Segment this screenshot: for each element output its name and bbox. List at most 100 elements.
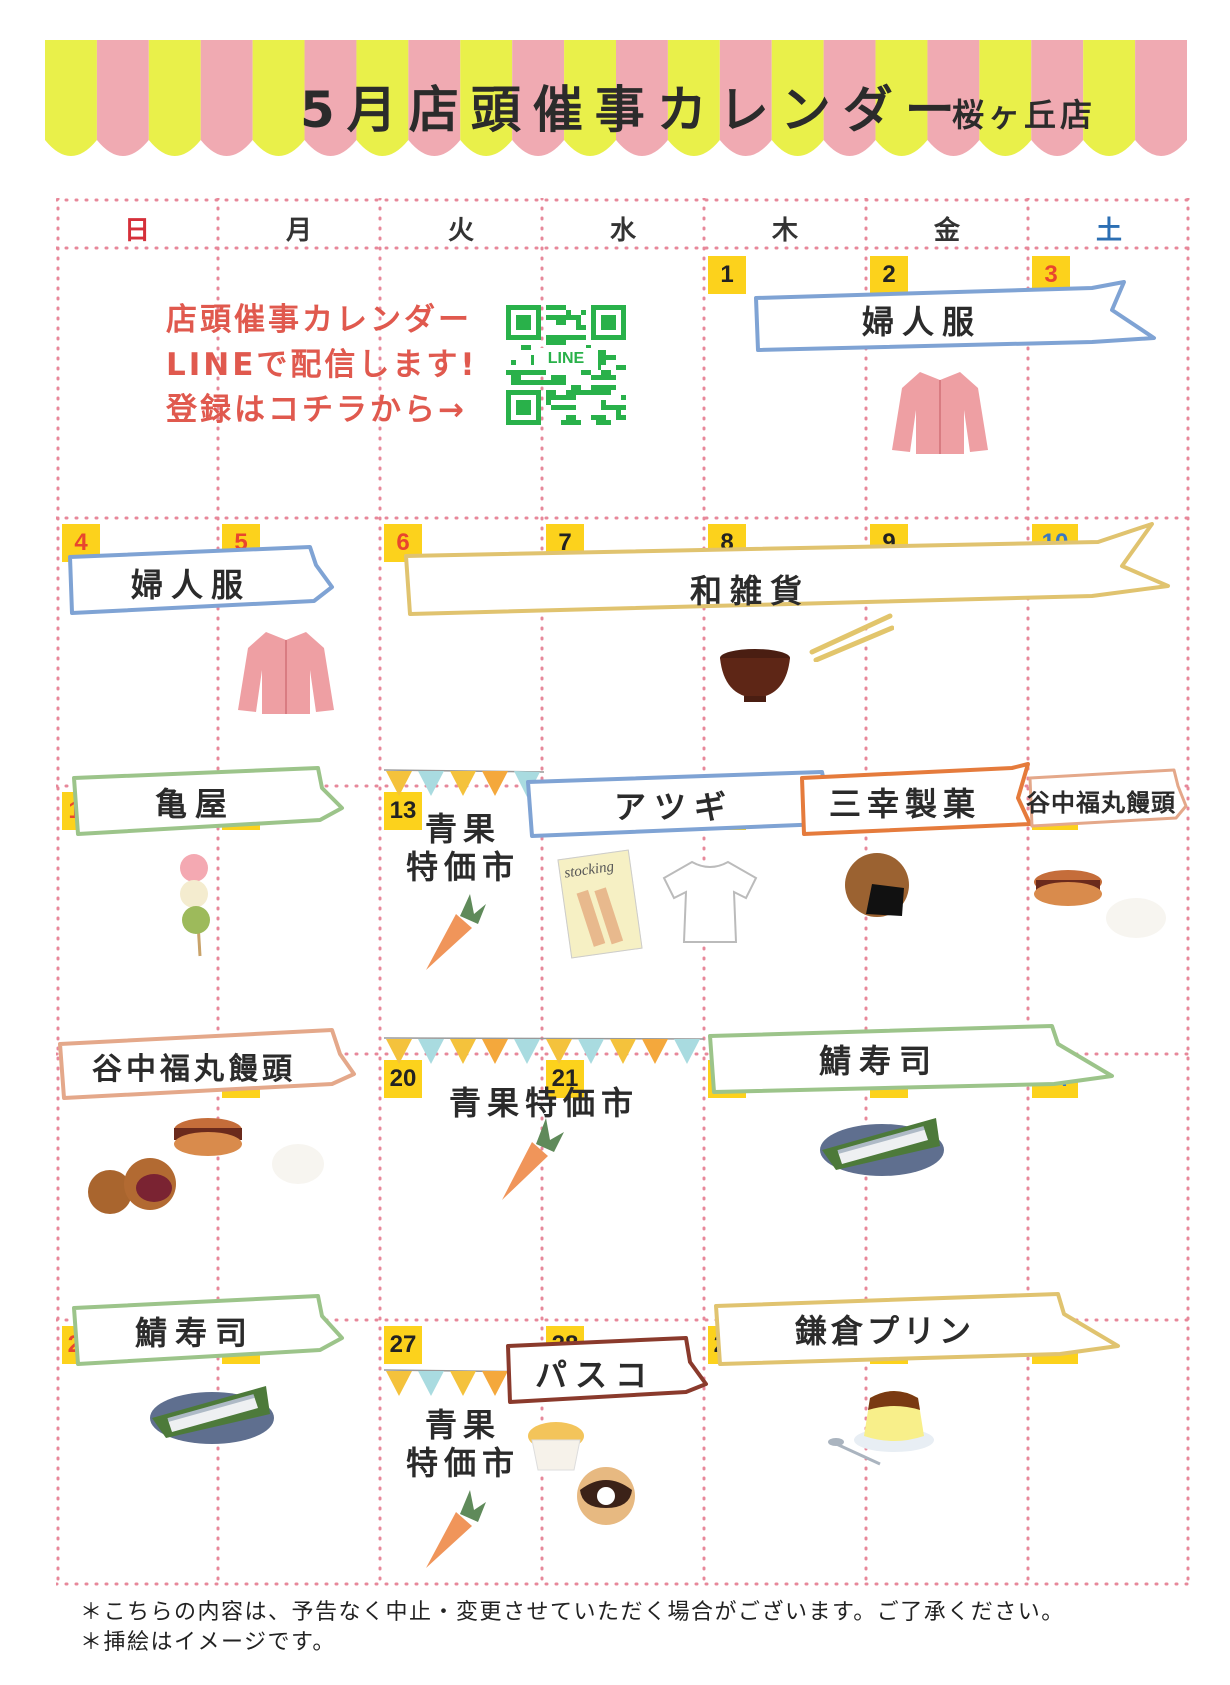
weekday-sat: 土 [1095, 216, 1122, 246]
store-name: 桜ヶ丘店 [952, 96, 1097, 134]
awning-stripe [979, 40, 1032, 156]
event-label-kamakura: 鎌倉プリン [794, 1312, 975, 1350]
awning-stripe [927, 40, 980, 156]
pudding-icon [828, 1391, 934, 1466]
awning-header [45, 40, 1187, 168]
event-label-yanaka-17: 谷中福丸饅頭 [1026, 788, 1176, 817]
day-20: 20 [384, 1060, 422, 1098]
blouse-icon [892, 372, 988, 454]
bunting-icon [384, 769, 544, 797]
awning-stripe [1135, 40, 1187, 156]
awning-stripe [512, 40, 565, 156]
carrot-icon [426, 894, 486, 970]
day-6: 6 [384, 524, 422, 562]
awning-stripe [252, 40, 305, 156]
weekday-tue: 火 [447, 216, 474, 246]
event-banner-sabazushi-23: 鯖寿司 [706, 1016, 1116, 1102]
event-seika-13: 青果 特価市 [384, 810, 542, 886]
stocking-pack-icon: stocking [557, 849, 643, 959]
awning-stripe [96, 40, 149, 156]
chopsticks-icon [809, 613, 894, 662]
awning-stripe [564, 40, 616, 156]
event-seika-13-line2: 特価市 [405, 848, 520, 886]
awning-stripe [304, 40, 357, 156]
carrot-icon [502, 1118, 564, 1200]
awning-stripe [823, 40, 876, 156]
event-banner-pasco: パスコ [504, 1332, 710, 1414]
day-27: 27 [384, 1326, 422, 1364]
day-13: 13 [384, 792, 422, 830]
weekday-sun: 日 [123, 216, 150, 246]
page-title: 5月店頭催事カレンダー [300, 81, 967, 139]
awning-stripe [408, 40, 461, 156]
event-seika-27-line2: 特価市 [405, 1444, 520, 1482]
day-1: 1 [708, 256, 746, 294]
stocking-pack-text: stocking [563, 858, 616, 882]
event-label-pasco: パスコ [534, 1356, 655, 1394]
event-banner-wazakka: 和雑貨 [402, 522, 1172, 632]
event-seika-27: 青果 特価市 [384, 1406, 542, 1482]
event-label-yanaka-18: 谷中福丸饅頭 [92, 1052, 296, 1087]
awning-stripe [356, 40, 409, 156]
event-seika-20: 青果特価市 [448, 1084, 639, 1122]
event-banner-kameya: 亀屋 [70, 760, 346, 844]
event-banner-fujinfuku-1: 婦人服 [752, 280, 1160, 360]
event-banner-fujinfuku-2: 婦人服 [66, 543, 336, 623]
event-label-atsugi: アツギ [613, 788, 734, 826]
event-banner-kamakura: 鎌倉プリン [712, 1284, 1122, 1374]
footer-note-2: ＊挿絵はイメージです。 [80, 1630, 336, 1655]
carrot-icon [426, 1490, 486, 1568]
tshirt-icon [662, 860, 758, 943]
awning-stripe [719, 40, 772, 156]
day-21: 21 [546, 1060, 584, 1098]
awning-stripe [1083, 40, 1136, 156]
awning-stripe [1031, 40, 1084, 156]
awning-stripe [45, 40, 97, 156]
weekday-fri: 金 [933, 216, 960, 246]
rice-cracker-icon [845, 853, 909, 917]
awning-stripe [667, 40, 720, 156]
dango-icon [180, 854, 210, 957]
footer-note-1: ＊こちらの内容は、予告なく中止・変更させていただく場合がございます。ご了承くださ… [80, 1600, 1065, 1625]
awning-stripe [200, 40, 253, 156]
bunting-icon [384, 1037, 704, 1064]
qr-line-label: LINE [534, 348, 598, 370]
event-banner-sabazushi-25: 鯖寿司 [70, 1288, 346, 1374]
event-banner-yanaka-17: 谷中福丸饅頭 [1026, 764, 1190, 836]
calendar-grid: 日 月 火 水 木 金 土 店頭催事カレンダー LINEで配信します! 登録はコ… [56, 198, 1190, 1586]
event-banner-sanko: 三幸製菓 [798, 762, 1032, 842]
event-seika-13-line1: 青果 [424, 810, 501, 848]
event-label-sabazushi-25: 鯖寿司 [134, 1314, 255, 1352]
promo-line-2: LINEで配信します! [166, 347, 478, 383]
awning-stripe [875, 40, 928, 156]
sushi-plate-icon [150, 1386, 274, 1444]
event-label-sabazushi-23: 鯖寿司 [818, 1042, 939, 1080]
day-2: 2 [870, 256, 908, 294]
weekday-thu: 木 [771, 216, 798, 246]
manju-icon [88, 1118, 324, 1214]
weekday-wed: 水 [609, 216, 636, 246]
weekday-mon: 月 [285, 216, 312, 246]
line-promo: 店頭催事カレンダー LINEで配信します! 登録はコチラから→ [166, 298, 556, 433]
blouse-icon [238, 632, 334, 714]
dorayaki-icon [1034, 870, 1166, 938]
event-label-wazakka: 和雑貨 [689, 572, 810, 610]
awning-stripe [771, 40, 824, 156]
donut-icon [577, 1467, 635, 1525]
event-label-fujinfuku-1: 婦人服 [861, 303, 982, 341]
event-seika-27-line1: 青果 [424, 1406, 501, 1444]
footer-notes: ＊こちらの内容は、予告なく中止・変更させていただく場合がございます。ご了承くださ… [80, 1598, 1065, 1658]
cupcake-icon [528, 1422, 584, 1471]
awning-stripes [45, 40, 1187, 156]
event-label-sanko: 三幸製菓 [828, 785, 981, 823]
awning-stripe [616, 40, 668, 156]
sushi-plate-icon [820, 1118, 944, 1176]
event-label-fujinfuku-2: 婦人服 [130, 566, 251, 604]
promo-line-3: 登録はコチラから→ [166, 392, 467, 428]
awning-stripe [148, 40, 201, 156]
promo-line-1: 店頭催事カレンダー [166, 302, 472, 338]
awning-stripe [460, 40, 513, 156]
event-label-kameya: 亀屋 [154, 785, 235, 823]
event-banner-yanaka-18: 谷中福丸饅頭 [56, 1024, 358, 1108]
rice-bowl-icon [720, 649, 790, 702]
